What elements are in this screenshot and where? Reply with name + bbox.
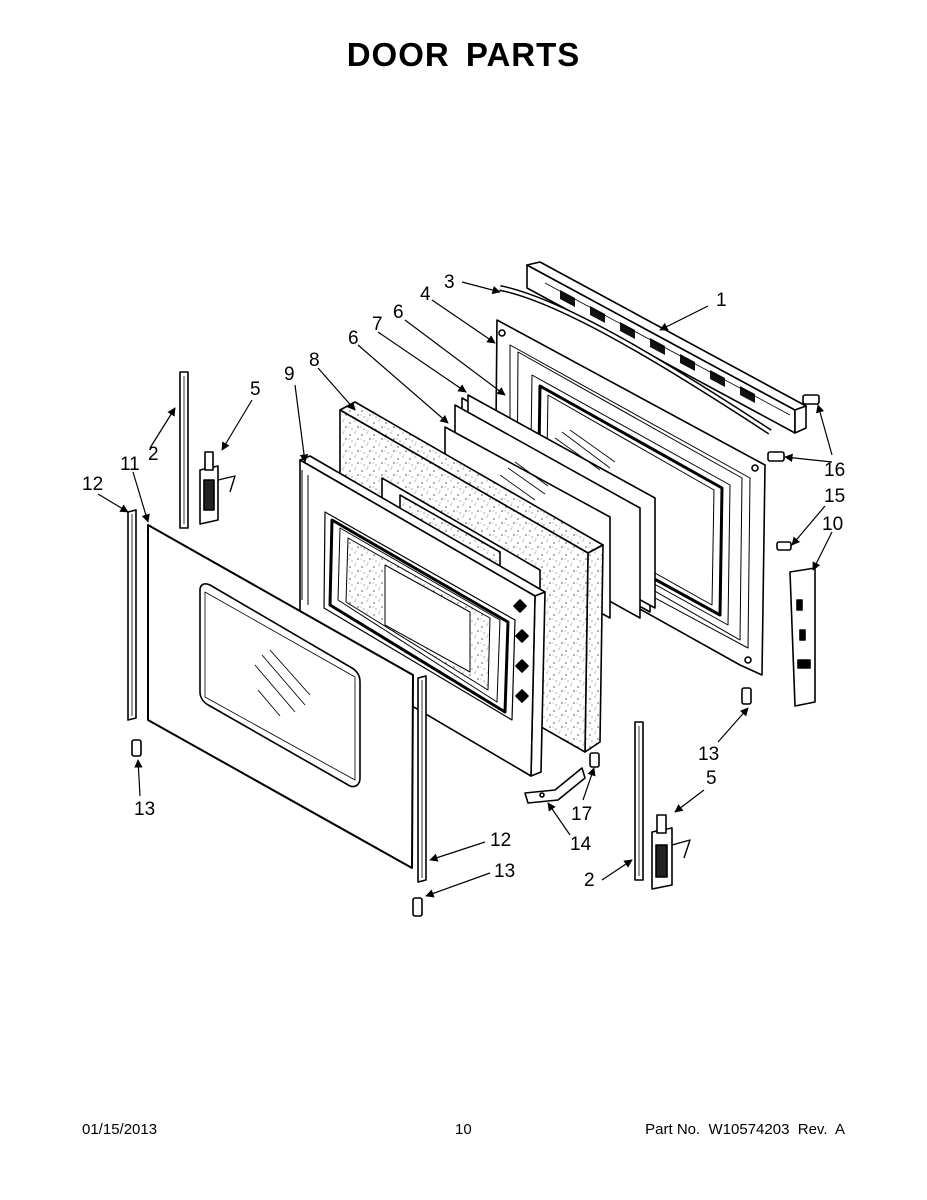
callout-16: 16 — [824, 460, 845, 481]
part-door-stop-bracket — [524, 767, 586, 804]
part-door-frame — [299, 455, 546, 777]
footer-page-number: 10 — [455, 1121, 472, 1138]
part-side-bracket — [789, 567, 816, 707]
part-hinge-receptacle-left — [179, 371, 189, 529]
callout-6-lower: 6 — [348, 328, 359, 349]
callout-1: 1 — [716, 290, 727, 311]
callout-5-left: 5 — [250, 379, 261, 400]
callout-labels: 1 2 2 3 4 5 5 6 6 7 8 9 10 11 12 12 13 1… — [82, 272, 845, 891]
footer-date: 01/15/2013 — [82, 1121, 158, 1138]
leader-lines — [97, 281, 833, 898]
callout-4: 4 — [420, 284, 431, 305]
part-vent-bracket — [526, 261, 807, 434]
callout-13-right: 13 — [698, 744, 719, 765]
footer-part-info: Part No. W10574203 Rev. A — [645, 1121, 845, 1138]
callout-13-bottom: 13 — [494, 861, 515, 882]
part-screws — [131, 394, 820, 917]
callout-2-right: 2 — [584, 870, 595, 891]
callout-6-upper: 6 — [393, 302, 404, 323]
callout-10: 10 — [822, 514, 843, 535]
callout-11: 11 — [120, 454, 140, 475]
callout-5-right: 5 — [706, 768, 717, 789]
callout-2-left: 2 — [148, 444, 159, 465]
callout-12-left: 12 — [82, 474, 103, 495]
part-side-trim-left — [127, 509, 137, 721]
page-title: DOOR PARTS — [346, 36, 581, 73]
part-vent-strip — [499, 285, 772, 435]
callout-17: 17 — [571, 804, 592, 825]
callout-14: 14 — [570, 834, 592, 855]
part-outer-door-panel — [147, 524, 414, 869]
callout-12-right: 12 — [490, 830, 511, 851]
callout-15: 15 — [824, 486, 845, 507]
callout-3: 3 — [444, 272, 455, 293]
part-hinge-left — [199, 451, 236, 525]
callout-9: 9 — [284, 364, 295, 385]
callout-13-left: 13 — [134, 799, 155, 820]
part-hinge-right — [651, 814, 691, 890]
callout-7: 7 — [372, 314, 383, 335]
part-side-trim-right — [417, 675, 427, 883]
callout-8: 8 — [309, 350, 320, 371]
part-hinge-receptacle-right — [634, 721, 644, 881]
